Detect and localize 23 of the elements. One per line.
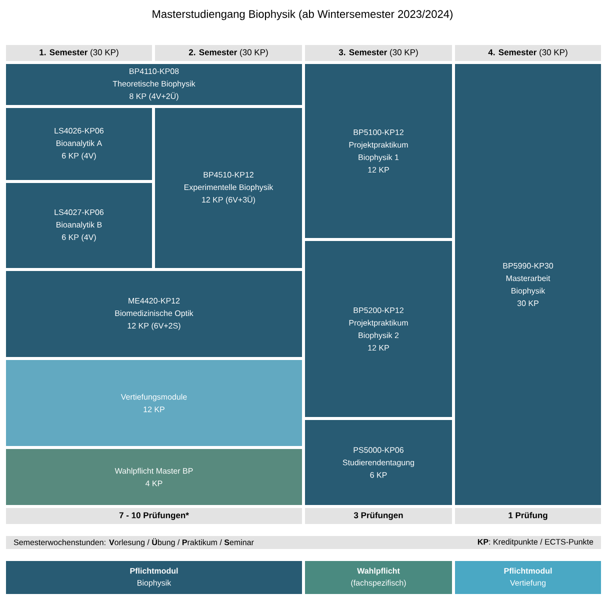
module-box: LS4026-KP06 Bioanalytik A 6 KP (4V) [6,108,152,180]
module-box: ME4420-KP12 Biomedizinische Optik 12 KP (6V+2S) [6,271,302,357]
semester-header: 2. Semester (30 KP) [155,45,302,61]
module-type-box: Pflichtmodul Biophysik [6,561,302,594]
module-type-box: Wahlpflicht (fachspezifisch) [305,561,452,594]
abbreviation-bar: Semesterwochenstunden: Vorlesung / Übung / Praktikum / Seminar KP: Kreditpunkte / ECTS-Punkte [6,536,601,549]
module-box: LS4027-KP06 Bioanalytik B 6 KP (4V) [6,183,152,268]
exam-count-bar: 1 Prüfung [455,508,601,524]
module-box: BP5200-KP12 Projektpraktikum Biophysik 2 12 KP [305,241,452,417]
semester-header: 4. Semester (30 KP) [455,45,601,61]
module-type-box: Pflichtmodul Vertiefung [455,561,601,594]
exam-count-bar: 7 - 10 Prüfungen* [6,508,302,524]
module-box: BP5990-KP30 Masterarbeit Biophysik 30 KP [455,64,601,505]
module-box: PS5000-KP06 Studierendentagung 6 KP [305,420,452,505]
module-box: BP4510-KP12 Experimentelle Biophysik 12 KP (6V+3Ü) [155,108,302,268]
title: Masterstudiengang Biophysik (ab Wintersemester 2023/2024) [152,10,452,20]
module-box: Wahlpflicht Master BP 4 KP [6,449,302,505]
semester-header: 3. Semester (30 KP) [305,45,452,61]
module-box: BP5100-KP12 Projektpraktikum Biophysik 1 12 KP [305,64,452,238]
module-box: Vertiefungsmodule 12 KP [6,360,302,446]
exam-count-bar: 3 Prüfungen [305,508,452,524]
semester-header: 1. Semester (30 KP) [6,45,152,61]
module-box: BP4110-KP08 Theoretische Biophysik 8 KP (4V+2Ü) [6,64,302,105]
